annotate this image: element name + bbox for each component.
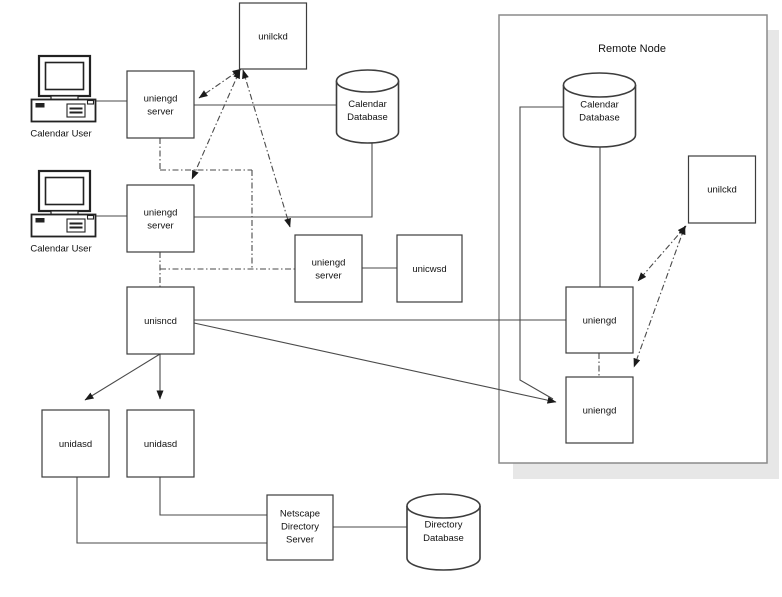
label-netscape-line1: Netscape <box>280 509 320 520</box>
label-uniengd-server-3-line2: server <box>315 271 341 282</box>
node-unisncd: unisncd <box>126 286 195 355</box>
label-uniengd-server-1-line1: uniengd <box>144 94 178 105</box>
computer-icon-2 <box>30 169 97 238</box>
connector-unisncd-unidasd1 <box>84 353 161 401</box>
label-calendar-database-line2: Database <box>347 112 388 123</box>
connector-remote-calendardb-uniengd2 <box>519 106 564 400</box>
arrow-unilckd-uniengd2 <box>191 69 241 180</box>
label-unidasd-1: unidasd <box>59 439 92 450</box>
computer-icon-1 <box>30 54 97 123</box>
directory-database-cylinder: Directory Database <box>406 493 481 571</box>
label-uniengd-server-2-line1: uniengd <box>144 208 178 219</box>
node-unidasd-2: unidasd <box>126 409 195 478</box>
label-uniengd-server-2-line2: server <box>147 221 173 232</box>
remote-calendar-database-cylinder: Calendar Database <box>562 72 637 148</box>
node-uniengd-server-2: uniengd server <box>126 184 195 253</box>
calendar-database-cylinder: Calendar Database <box>335 69 400 144</box>
node-uniengd-server-3: uniengd server <box>294 234 363 303</box>
label-directory-database-line1: Directory <box>424 520 462 531</box>
remote-node-title: Remote Node <box>598 43 666 55</box>
connector-unidasd2-netscape <box>159 477 267 516</box>
label-netscape-line3: Server <box>286 535 314 546</box>
label-remote-uniengd-2: uniengd <box>583 406 617 417</box>
connector-unisncd-remote-uniengd2 <box>193 322 557 404</box>
node-uniengd-server-1: uniengd server <box>126 70 195 139</box>
label-directory-database-line2: Database <box>423 533 464 544</box>
node-remote-uniengd-2: uniengd <box>565 376 634 444</box>
label-uniengd-server-1-line2: server <box>147 107 173 118</box>
label-remote-calendar-database-line2: Database <box>579 113 620 124</box>
label-remote-uniengd-1: uniengd <box>583 316 617 327</box>
node-netscape-directory-server: Netscape Directory Server <box>266 494 334 561</box>
label-calendar-user-2: Calendar User <box>30 244 91 255</box>
label-unicwsd: unicwsd <box>412 264 446 275</box>
node-remote-uniengd-1: uniengd <box>565 286 634 354</box>
label-unilckd-local: unilckd <box>258 32 288 43</box>
label-calendar-database-line1: Calendar <box>348 99 387 110</box>
label-calendar-user-1: Calendar User <box>30 129 91 140</box>
node-remote-unilckd: unilckd <box>687 155 757 224</box>
label-remote-unilckd: unilckd <box>707 185 737 196</box>
label-remote-calendar-database-line1: Calendar <box>580 100 619 111</box>
label-uniengd-server-3-line1: uniengd <box>312 258 346 269</box>
node-unidasd-1: unidasd <box>41 409 110 478</box>
node-unilckd-local: unilckd <box>238 2 308 70</box>
label-unisncd: unisncd <box>144 316 177 327</box>
label-netscape-line2: Directory <box>281 522 319 533</box>
label-unidasd-2: unidasd <box>144 439 177 450</box>
connector-unidasd1-netscape <box>76 477 267 544</box>
node-unicwsd: unicwsd <box>396 234 463 303</box>
arrow-unilckd-uniengd3 <box>242 69 291 228</box>
